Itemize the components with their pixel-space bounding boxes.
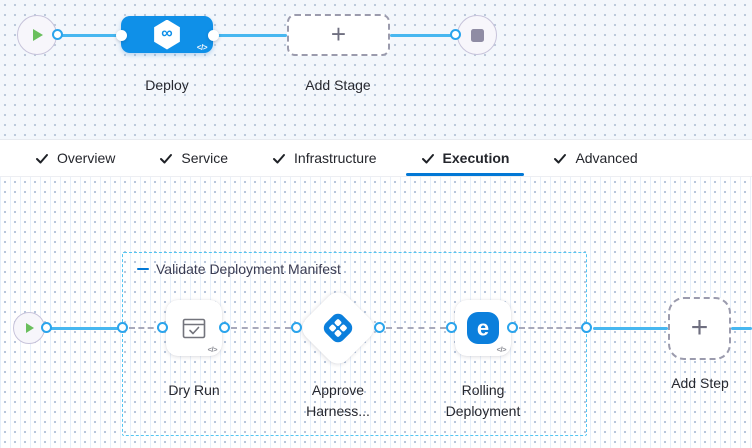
add-step-button[interactable]: +	[668, 297, 731, 360]
dry-run-window-check-icon	[182, 318, 206, 338]
connector-line	[58, 34, 121, 37]
connector-line	[731, 327, 752, 330]
harness-approval-icon[interactable]	[320, 310, 356, 346]
tab-label: Advanced	[575, 150, 638, 166]
connector-line	[213, 34, 287, 37]
connector-port[interactable]	[52, 29, 63, 40]
rolling-deployment-icon: e	[467, 312, 499, 344]
connector-port[interactable]	[581, 322, 592, 333]
step-group-header: Validate Deployment Manifest	[137, 261, 341, 277]
tab-label: Infrastructure	[294, 150, 377, 166]
connector-port[interactable]	[507, 322, 518, 333]
svg-text:e: e	[477, 316, 489, 341]
play-icon	[33, 29, 43, 41]
step-node-rolling-deployment[interactable]: e </>	[455, 300, 511, 356]
stage-node-deploy[interactable]: ∞ </>	[121, 16, 213, 53]
code-icon[interactable]: </>	[496, 345, 507, 354]
connector-port[interactable]	[208, 30, 219, 41]
stage-config-tabs: Overview Service Infrastructure Executio…	[0, 140, 752, 177]
tab-advanced[interactable]: Advanced	[538, 140, 652, 176]
tab-execution[interactable]: Execution	[405, 140, 525, 176]
connector-line	[593, 327, 668, 330]
check-icon	[35, 152, 49, 165]
connector-port[interactable]	[157, 322, 168, 333]
step-name-label: Dry Run	[168, 382, 220, 398]
step-node-dry-run[interactable]: </>	[166, 300, 222, 356]
code-icon[interactable]: </>	[207, 345, 218, 354]
pipeline-end-node	[457, 15, 497, 55]
step-name-label: Approve Harness...	[306, 382, 370, 419]
connector-line-dashed	[519, 327, 581, 329]
tab-label: Service	[181, 150, 229, 166]
connector-port[interactable]	[117, 322, 128, 333]
stop-icon	[470, 28, 484, 42]
tab-service[interactable]: Service	[144, 140, 243, 176]
add-step-label: Add Step	[671, 375, 729, 391]
step-group-container: Validate Deployment Manifest	[122, 252, 587, 436]
step-name-label: Rolling Deployment	[445, 382, 521, 419]
execution-canvas[interactable]: Validate Deployment Manifest </>	[0, 177, 752, 448]
connector-port[interactable]	[41, 322, 52, 333]
collapse-icon[interactable]	[137, 267, 149, 271]
check-icon	[553, 152, 567, 165]
add-stage-button[interactable]: +	[287, 14, 390, 56]
harness-cd-glyph: ∞	[161, 25, 173, 42]
connector-line	[47, 327, 123, 330]
tab-overview[interactable]: Overview	[20, 140, 130, 176]
stage-canvas[interactable]: ∞ </> + Deploy Add Stage	[0, 0, 752, 140]
step-group-label: Validate Deployment Manifest	[156, 261, 341, 277]
check-icon	[159, 152, 173, 165]
tab-label: Overview	[57, 150, 116, 166]
play-icon	[26, 323, 34, 333]
connector-port[interactable]	[446, 322, 457, 333]
connector-port[interactable]	[374, 322, 385, 333]
check-icon	[272, 152, 286, 165]
connector-line-dashed	[231, 327, 291, 329]
harness-cd-icon: ∞	[154, 19, 180, 50]
connector-port[interactable]	[116, 30, 127, 41]
tab-infrastructure[interactable]: Infrastructure	[257, 140, 391, 176]
connector-port[interactable]	[291, 322, 302, 333]
tab-label: Execution	[442, 150, 510, 166]
check-icon	[421, 152, 435, 165]
connector-port[interactable]	[450, 29, 461, 40]
add-stage-label: Add Stage	[305, 77, 371, 93]
connector-port[interactable]	[219, 322, 230, 333]
pipeline-start-node	[17, 15, 57, 55]
code-icon[interactable]: </>	[196, 43, 208, 52]
connector-line-dashed	[129, 327, 163, 329]
stage-name-label: Deploy	[145, 77, 189, 93]
connector-line	[390, 34, 456, 37]
connector-line-dashed	[386, 327, 446, 329]
